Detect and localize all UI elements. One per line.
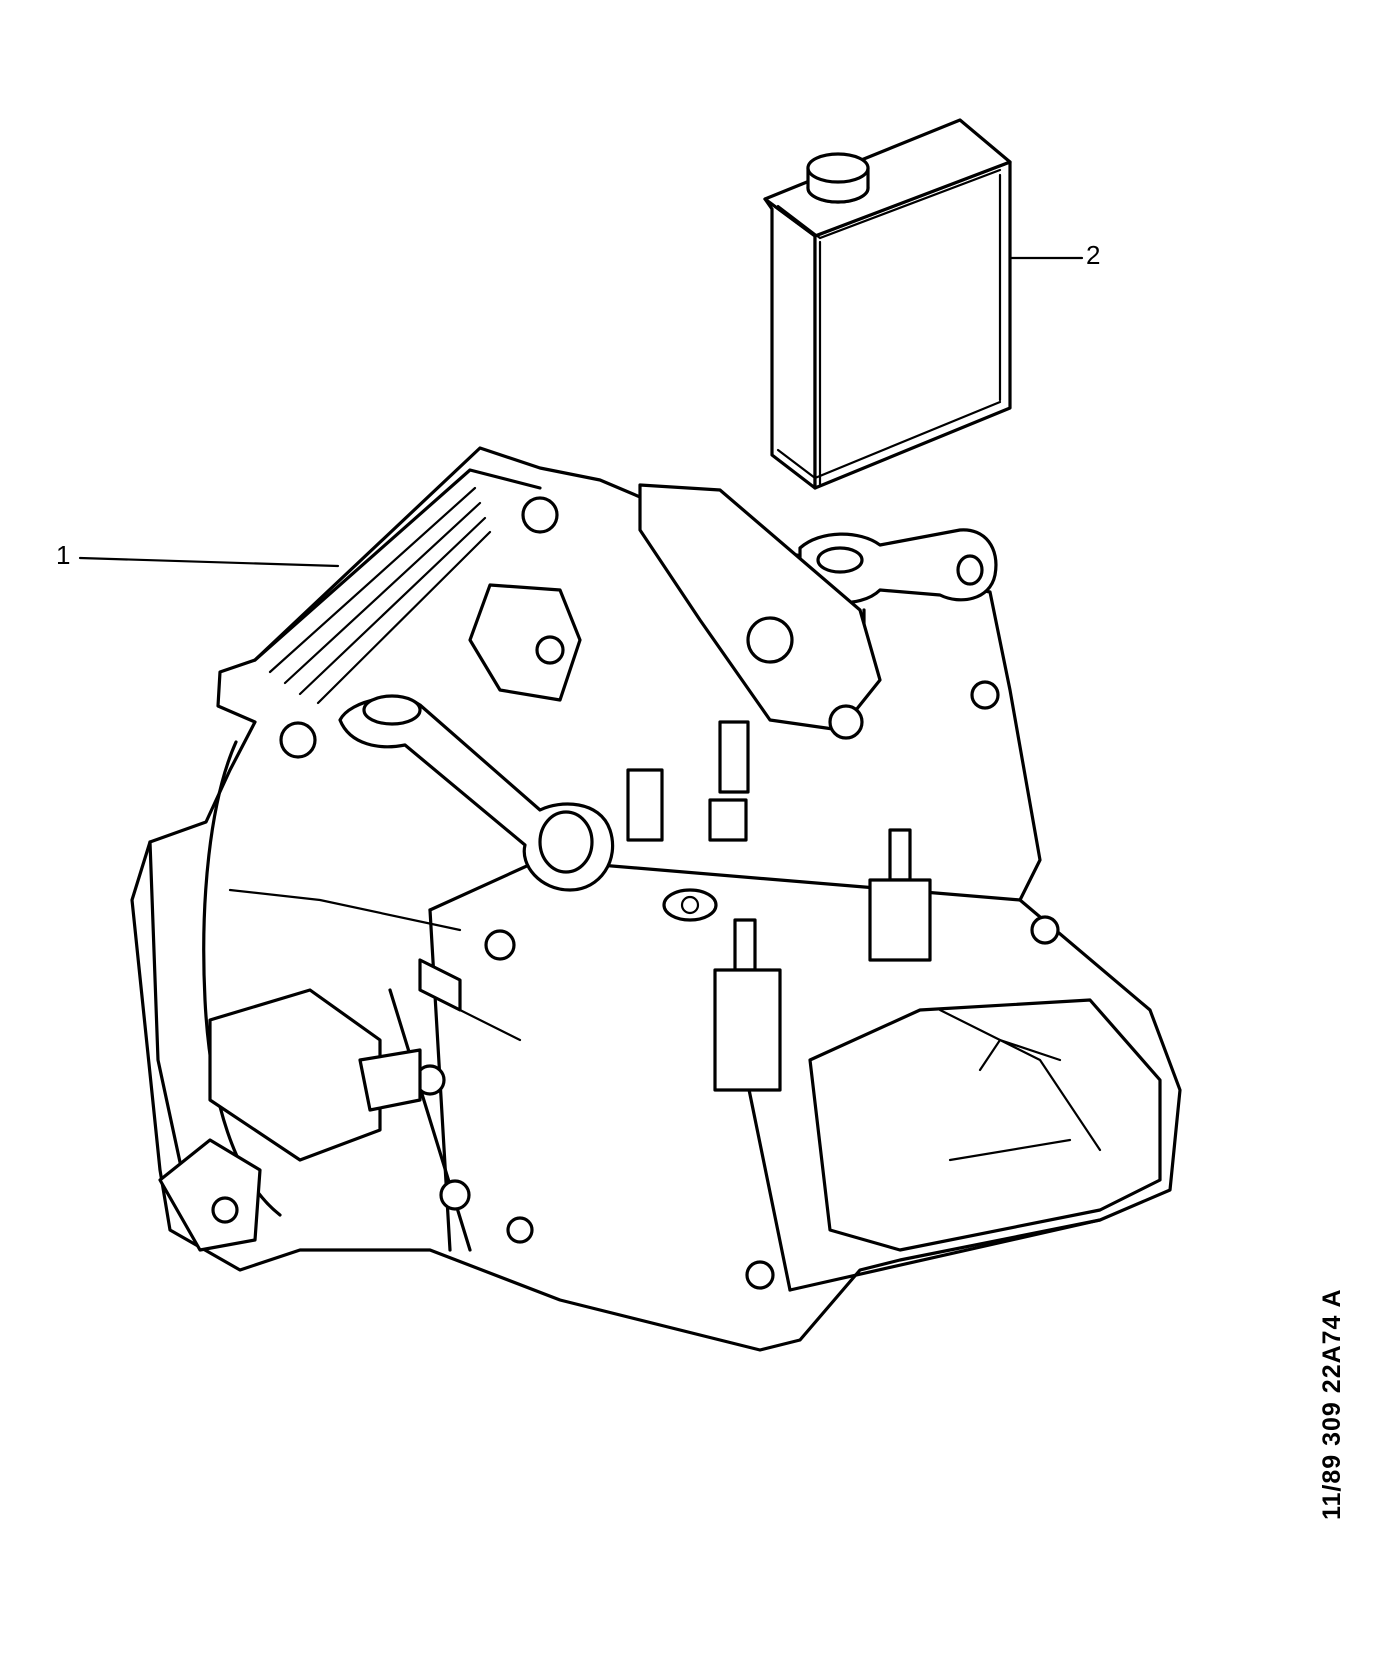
drawing-reference-code: 11/89 309 22A74 A xyxy=(1318,1288,1346,1520)
callout-2: 2 xyxy=(1086,240,1101,270)
callout-1: 1 xyxy=(56,540,71,570)
oil-can-illustration xyxy=(763,118,1084,490)
gearbox-illustration xyxy=(78,446,1182,1352)
